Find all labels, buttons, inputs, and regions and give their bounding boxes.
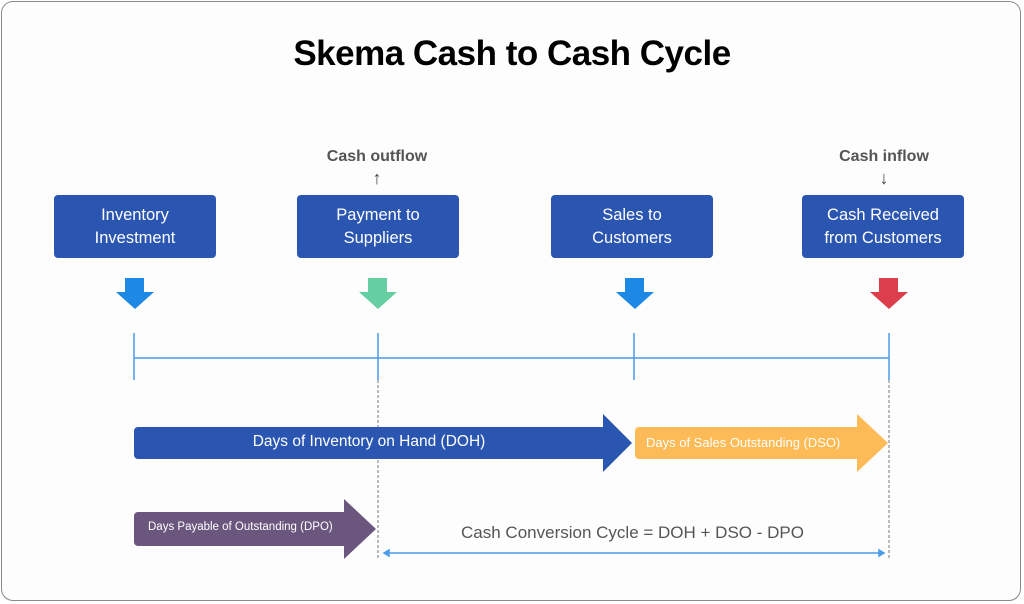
stage-label-line2: Suppliers <box>343 228 413 247</box>
cash-conversion-formula: Cash Conversion Cycle = DOH + DSO - DPO <box>461 523 804 542</box>
stage-sales-to-customers: Sales to Customers <box>551 195 713 258</box>
doh-label: Days of Inventory on Hand (DOH) <box>252 433 486 450</box>
dso-arrow <box>635 414 888 472</box>
doh-arrow <box>134 414 632 472</box>
stage-label-line2: Customers <box>592 228 672 247</box>
stage-label-line1: Inventory <box>101 205 169 224</box>
stage-cash-received: Cash Received from Customers <box>802 195 964 258</box>
down-arrow-icon <box>616 278 654 309</box>
cash-outflow-label: Cash outflow <box>326 148 428 165</box>
stage-label-line1: Cash Received <box>827 205 939 224</box>
down-arrow-icon <box>870 278 908 309</box>
down-arrow-icon: ↓ <box>879 168 889 188</box>
dpo-arrow <box>134 499 376 559</box>
up-arrow-icon: ↑ <box>372 168 382 188</box>
page-title: Skema Cash to Cash Cycle <box>293 34 731 73</box>
stage-label-line2: Investment <box>94 228 176 247</box>
stage-label-line1: Sales to <box>602 205 662 224</box>
down-arrow-icon <box>359 278 397 309</box>
ccc-span-line <box>382 548 886 558</box>
cash-inflow-label: Cash inflow <box>839 148 929 165</box>
dso-label: Days of Sales Outstanding (DSO) <box>646 435 841 450</box>
stage-label-line2: from Customers <box>824 228 942 247</box>
down-arrow-icon <box>116 278 154 309</box>
dpo-label: Days Payable of Outstanding (DPO) <box>148 521 333 533</box>
stage-label-line1: Payment to <box>336 205 420 224</box>
timeline <box>133 333 890 380</box>
stage-payment-to-suppliers: Payment to Suppliers <box>297 195 459 258</box>
